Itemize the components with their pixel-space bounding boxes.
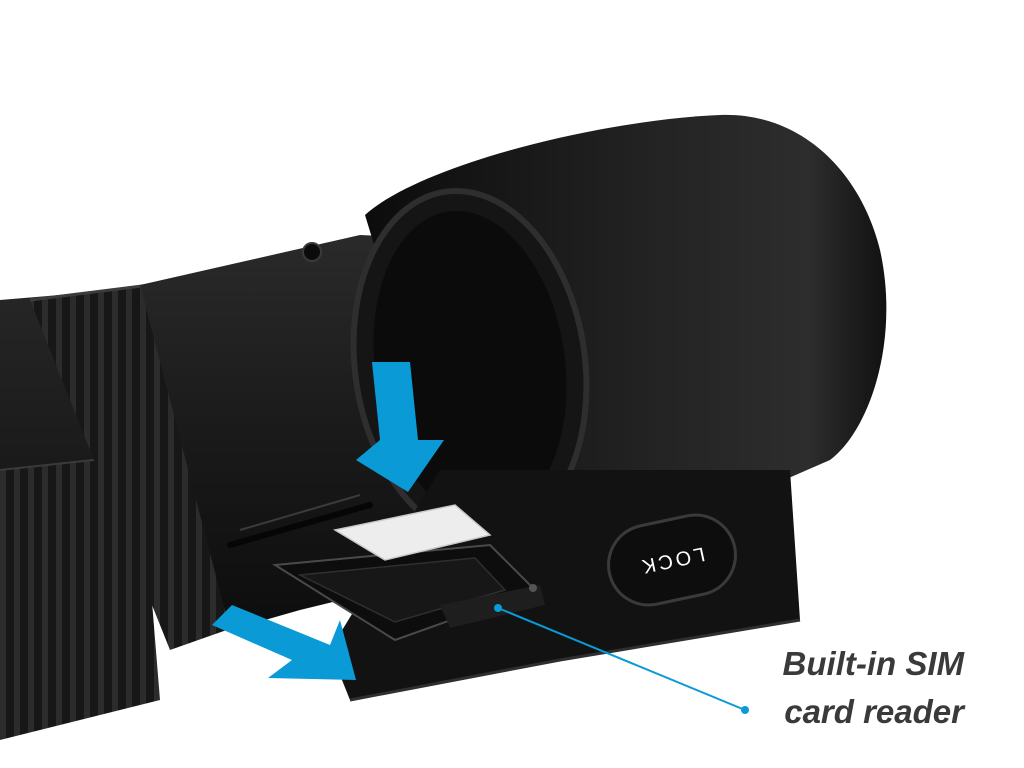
caption: Built-in SIM card reader: [744, 640, 964, 736]
lock-button: LOCK: [607, 513, 737, 607]
caption-line-2: card reader: [784, 693, 964, 730]
knurled-ring: [29, 283, 255, 650]
eject-arrow-icon: [212, 605, 356, 680]
sim-card-icon: [332, 504, 492, 561]
screw-hole: [302, 242, 322, 262]
insert-arrow-icon: [356, 362, 444, 492]
callout-line: [494, 604, 749, 714]
caption-line-1: Built-in SIM: [782, 645, 964, 682]
